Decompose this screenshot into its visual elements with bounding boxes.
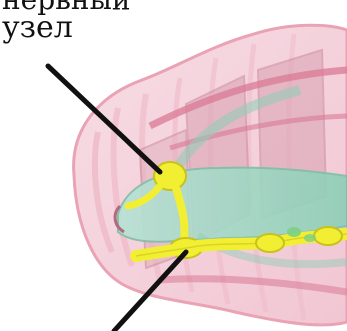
segment-ganglion <box>256 234 284 252</box>
segment-nodule <box>287 227 301 237</box>
segment-nodule <box>304 234 316 242</box>
segment-ganglion <box>314 227 342 245</box>
